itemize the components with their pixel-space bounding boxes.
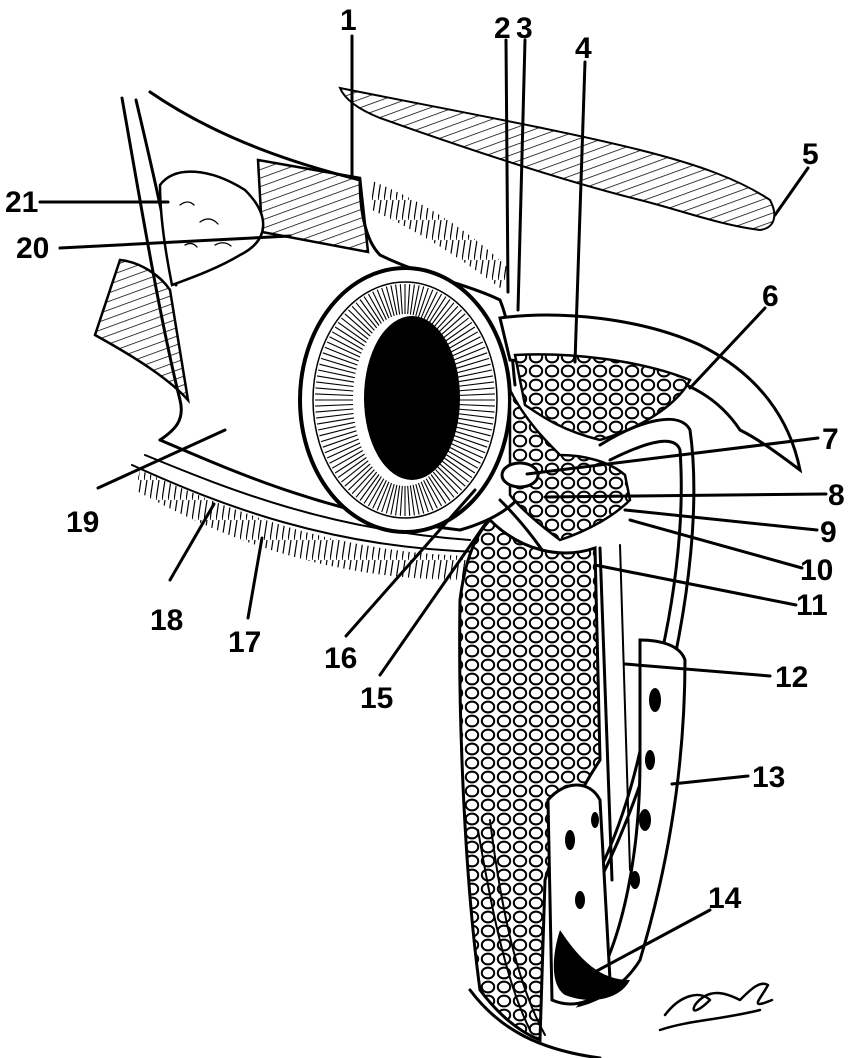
- leader-3: [518, 40, 525, 310]
- label-7: 7: [822, 423, 839, 456]
- leader-5: [775, 168, 808, 215]
- label-13: 13: [752, 761, 785, 794]
- label-17: 17: [228, 626, 261, 659]
- label-19: 19: [66, 506, 99, 539]
- label-20: 20: [16, 232, 49, 265]
- leader-17: [248, 538, 262, 618]
- label-21: 21: [5, 186, 38, 219]
- label-1: 1: [340, 4, 357, 37]
- leader-13: [672, 776, 748, 784]
- artist-signature: [660, 984, 772, 1030]
- label-4: 4: [575, 32, 592, 65]
- label-12: 12: [775, 661, 808, 694]
- label-5: 5: [802, 138, 819, 171]
- label-18: 18: [150, 604, 183, 637]
- label-8: 8: [828, 479, 845, 512]
- label-2: 2: [494, 12, 511, 45]
- label-14: 14: [708, 882, 742, 915]
- pupil: [364, 316, 460, 480]
- lower-eyelid: [460, 520, 685, 1058]
- label-10: 10: [800, 554, 833, 587]
- label-16: 16: [324, 642, 357, 675]
- label-11: 11: [796, 589, 828, 622]
- leader-2: [506, 40, 508, 292]
- label-3: 3: [516, 12, 533, 45]
- label-15: 15: [360, 682, 393, 715]
- label-9: 9: [820, 516, 837, 549]
- leader-11: [595, 565, 796, 605]
- label-6: 6: [762, 280, 779, 313]
